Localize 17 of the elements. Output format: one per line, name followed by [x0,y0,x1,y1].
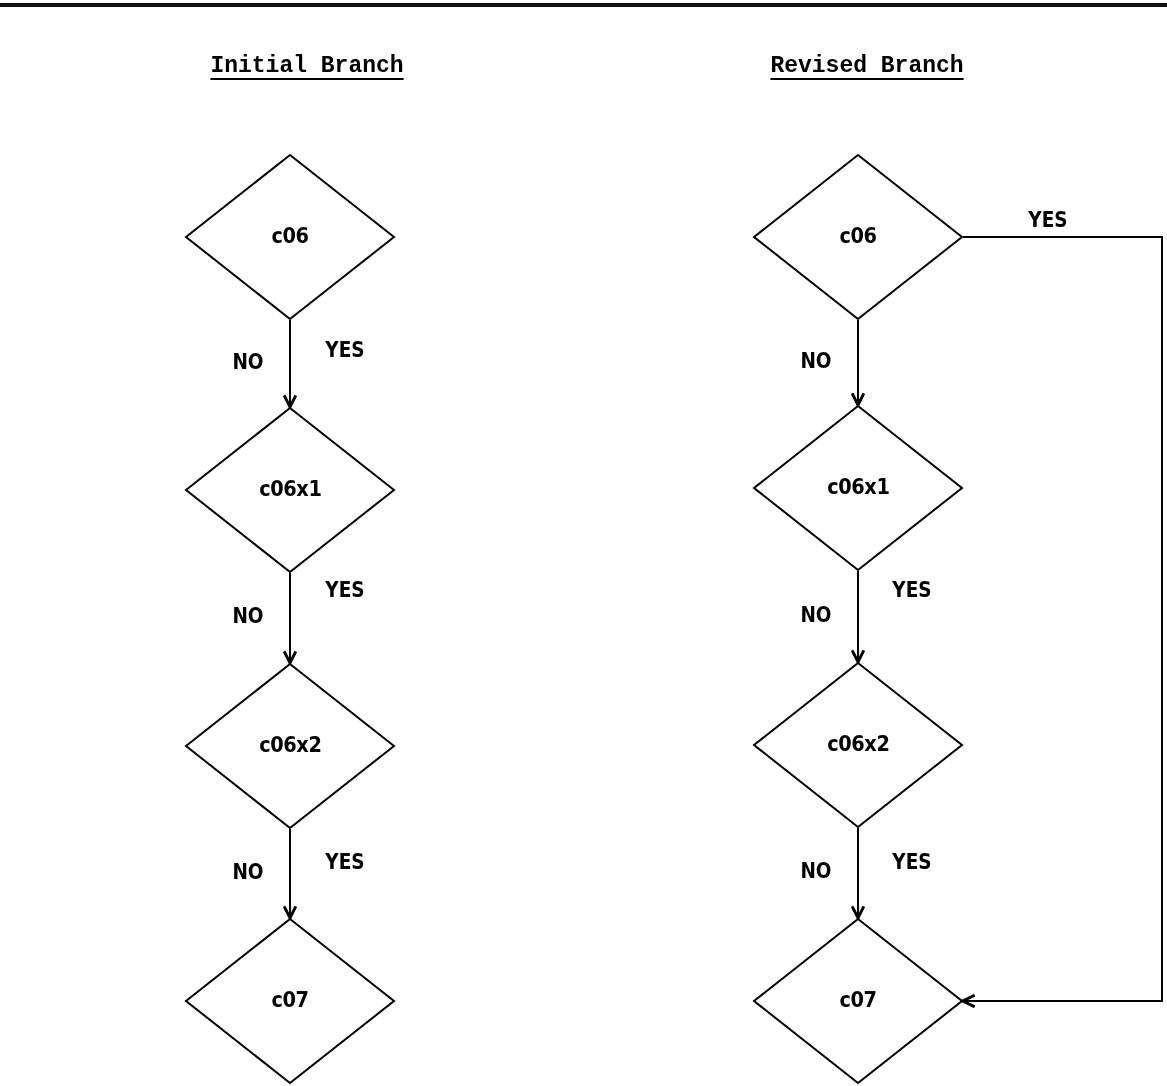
node-label: c07 [271,986,309,1012]
arrow [850,827,866,920]
arrow [282,828,298,920]
arrow [850,570,866,664]
arrow [850,319,866,407]
column-heading: Revised Branch [770,53,964,79]
arrow [282,319,298,409]
node-label: c07 [839,986,877,1012]
arrow [961,236,1163,1009]
column-heading: Initial Branch [210,53,404,79]
node-label: c06x2 [258,731,322,757]
arrow [282,572,298,665]
node-label: c06x1 [258,475,322,501]
node-label: c06x1 [826,473,890,499]
node-label: c06 [839,222,877,248]
node-label: c06 [271,222,309,248]
node-label: c06x2 [826,730,890,756]
